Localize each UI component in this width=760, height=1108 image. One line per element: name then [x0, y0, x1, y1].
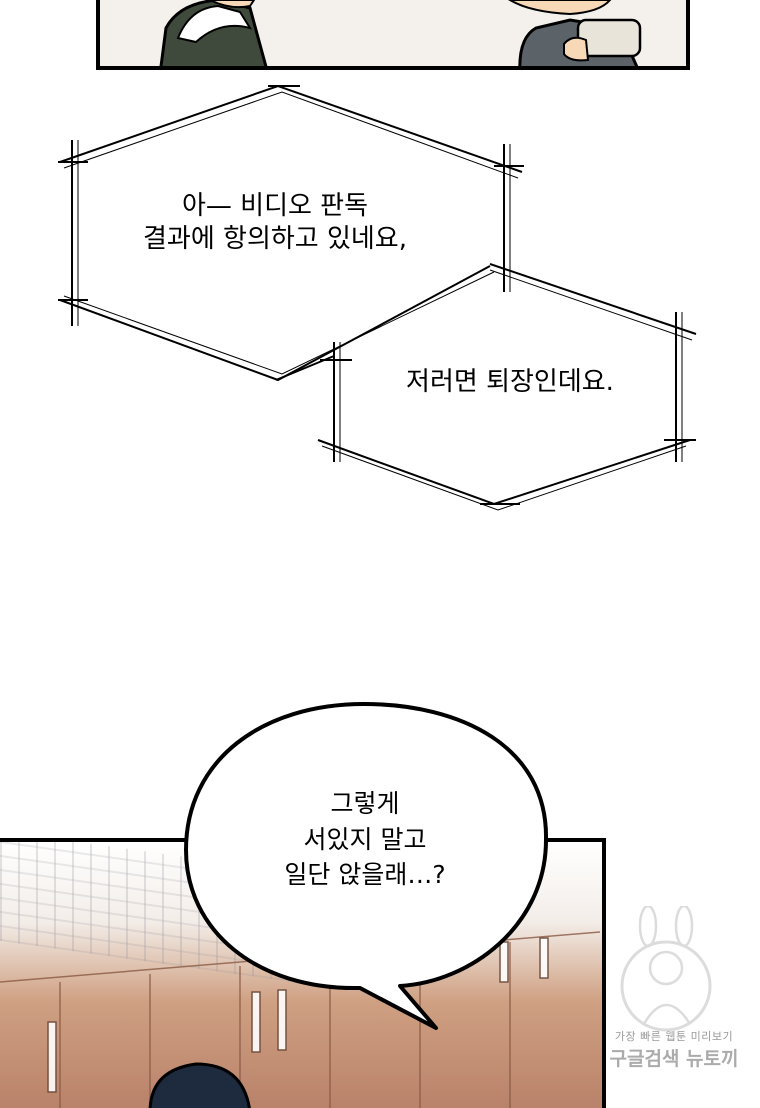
watermark: 가장 빠른 웹툰 미리보기 구글검색 뉴토끼 [588, 1028, 760, 1071]
left-character-collar [176, 4, 253, 44]
watermark-mascot [620, 906, 712, 1032]
speech-bubble [184, 702, 549, 1030]
watermark-line-2: 구글검색 뉴토끼 [609, 1048, 739, 1070]
character-hair [148, 1062, 251, 1108]
wall-lights [47, 937, 549, 1093]
top-panel-art [159, 0, 642, 66]
speech-bubble-shape [184, 702, 549, 1030]
watermark-line-1: 가장 빠른 웹툰 미리보기 [614, 1030, 734, 1043]
caption-frame-2 [275, 263, 697, 511]
top-panel [96, 0, 690, 70]
right-character-hand [563, 36, 590, 62]
speech-text: 그렇게 서있지 말고 일단 앉을래…? [284, 789, 446, 889]
right-character-chin [508, 0, 612, 16]
caption-text-2: 저러면 퇴장인데요. [406, 367, 614, 397]
caption-text-1: 아— 비디오 판독 결과에 항의하고 있네요, [143, 191, 407, 255]
caption-frames [58, 84, 697, 511]
left-character-neck [209, 0, 256, 9]
